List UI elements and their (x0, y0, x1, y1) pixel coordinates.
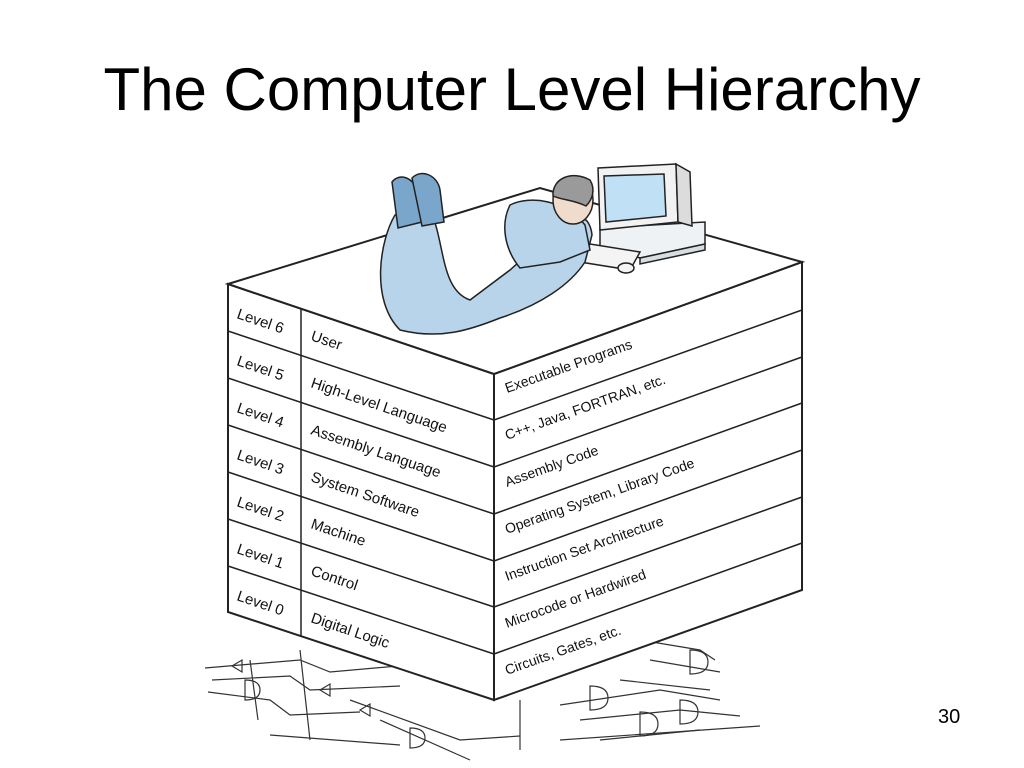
circuit-schematic (204, 639, 761, 761)
slide-title: The Computer Level Hierarchy (103, 56, 921, 123)
person-icon (379, 172, 594, 335)
computer-icon (578, 162, 706, 274)
slide-number: 30 (938, 706, 961, 728)
